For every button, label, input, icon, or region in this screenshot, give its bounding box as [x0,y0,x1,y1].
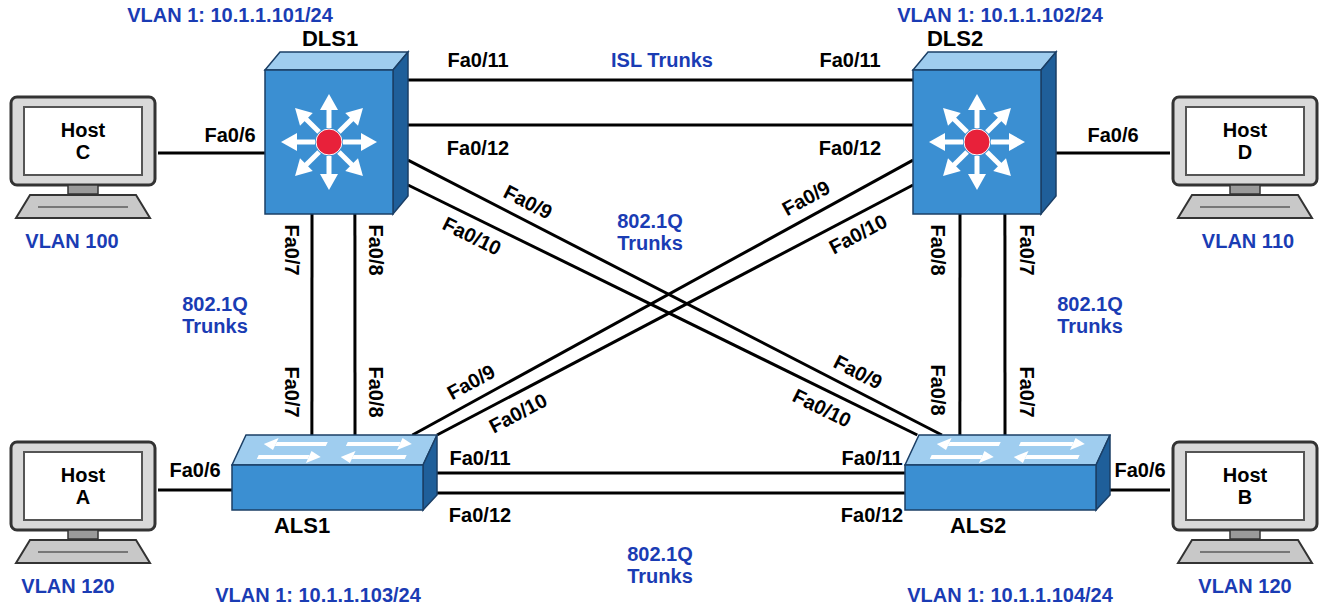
network-cable [408,124,913,127]
switch-name: ALS2 [950,515,1006,537]
port-label: Fa0/8 [365,224,387,275]
network-cable [408,185,917,435]
host-pc-icon [1173,97,1317,218]
vlan-address: VLAN 1: 10.1.1.103/24 [215,584,421,606]
port-label: Fa0/8 [927,224,949,275]
access-switch: ALS2VLAN 1: 10.1.1.104/24 [905,435,1110,510]
multilayer-switch: VLAN 1: 10.1.1.102/24DLS2 [913,52,1056,214]
port-label: Fa0/12 [447,137,509,159]
switch-name: DLS2 [927,28,983,50]
host-pc: Host BVLAN 120 [1170,440,1320,565]
port-label: Fa0/6 [1112,459,1167,481]
switch-name: DLS1 [302,28,358,50]
host-pc: Host DVLAN 110 [1170,95,1320,220]
vlan-address: VLAN 1: 10.1.1.102/24 [897,4,1103,26]
network-cable [1110,489,1170,492]
port-label: Fa0/8 [927,364,949,415]
host-name: Host D [1214,119,1276,163]
access-switch: ALS1VLAN 1: 10.1.1.103/24 [232,435,437,510]
network-cable [437,472,905,475]
port-label: Fa0/11 [447,49,508,71]
port-label: Fa0/9 [500,181,556,224]
host-name: Host A [52,464,114,508]
vlan-label: VLAN 100 [25,230,118,252]
port-label: Fa0/8 [365,366,387,417]
network-cable [437,492,905,495]
vlan-address: VLAN 1: 10.1.1.101/24 [127,4,333,26]
network-cable [1056,151,1170,154]
port-label: Fa0/10 [789,384,855,431]
network-cable [412,160,913,435]
host-pc: Host CVLAN 100 [8,95,158,220]
trunk-type-label: 802.1Q Trunks [615,543,705,587]
vlan-label: VLAN 110 [1202,230,1294,252]
network-cable [158,489,232,492]
port-label: Fa0/6 [202,124,257,146]
port-label: Fa0/12 [449,504,511,526]
vlan-address: VLAN 1: 10.1.1.104/24 [907,584,1113,606]
network-cable [408,79,913,82]
access-switch-icon [905,435,1110,510]
multilayer-switch-icon [913,52,1056,214]
network-cable [958,214,961,435]
network-cable [1003,214,1006,435]
port-label: Fa0/11 [449,447,510,469]
port-label: Fa0/10 [439,212,505,259]
port-label: Fa0/6 [167,459,222,481]
multilayer-switch: VLAN 1: 10.1.1.101/24DLS1 [265,52,408,214]
network-cable [437,185,913,435]
host-pc-icon [11,442,155,563]
vlan-label: VLAN 120 [1198,575,1291,597]
switch-name: ALS1 [274,515,330,537]
network-cable [310,214,313,435]
port-label: Fa0/7 [1016,224,1038,275]
port-label: Fa0/11 [841,447,902,469]
network-cable [158,151,265,154]
port-label: Fa0/11 [819,49,880,71]
port-label: Fa0/9 [443,360,498,404]
access-switch-icon [232,435,437,510]
port-label: Fa0/7 [281,366,303,417]
port-label: Fa0/12 [819,137,881,159]
trunk-type-label: 802.1Q Trunks [1045,293,1135,337]
host-name: Host C [52,119,114,163]
network-cable [353,214,356,435]
port-label: Fa0/10 [825,210,890,258]
port-label: Fa0/9 [830,351,886,394]
host-pc-icon [1173,442,1317,563]
host-pc-icon [11,97,155,218]
port-label: Fa0/10 [485,389,550,437]
vlan-label: VLAN 120 [21,575,114,597]
trunk-type-label: ISL Trunks [611,49,713,71]
host-pc: Host AVLAN 120 [8,440,158,565]
multilayer-switch-icon [265,52,408,214]
port-label: Fa0/7 [281,224,303,275]
port-label: Fa0/6 [1085,124,1140,146]
network-cable [408,160,942,435]
trunk-type-label: 802.1Q Trunks [170,293,260,337]
trunk-type-label: 802.1Q Trunks [605,210,695,254]
port-label: Fa0/12 [841,504,903,526]
port-label: Fa0/9 [778,176,833,220]
host-name: Host B [1214,464,1276,508]
port-label: Fa0/7 [1016,366,1038,417]
